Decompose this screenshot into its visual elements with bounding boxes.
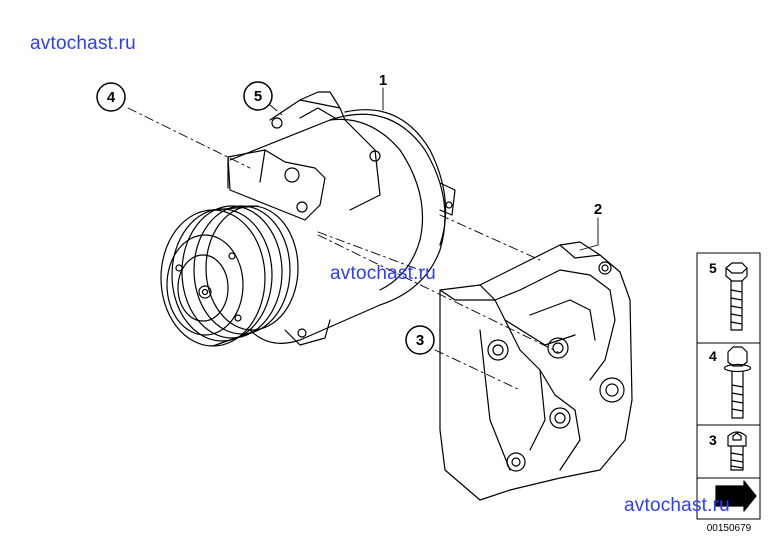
assembly-lines [127,104,559,391]
panel-label-3: 3 [709,432,717,448]
callout-3: 3 [416,332,424,349]
watermark: avtochast.ru [330,263,436,284]
hardware-panel [696,252,761,520]
arrow-right-icon [715,480,757,512]
flange-bolt-icon [723,346,752,419]
callout-4: 4 [107,89,116,106]
callout-5: 5 [254,88,262,105]
callout-1: 1 [379,72,387,89]
ac-compressor [160,91,456,347]
panel-label-4: 4 [709,348,717,364]
leader-lines [382,87,599,251]
callout-2: 2 [594,201,602,218]
diagram-number: 00150679 [707,523,752,534]
short-socket-bolt-icon [727,431,747,471]
panel-label-5: 5 [709,260,717,276]
long-hex-bolt-icon [725,262,748,331]
watermark: avtochast.ru [624,495,730,516]
watermark: avtochast.ru [30,33,136,54]
mounting-bracket [439,241,633,501]
